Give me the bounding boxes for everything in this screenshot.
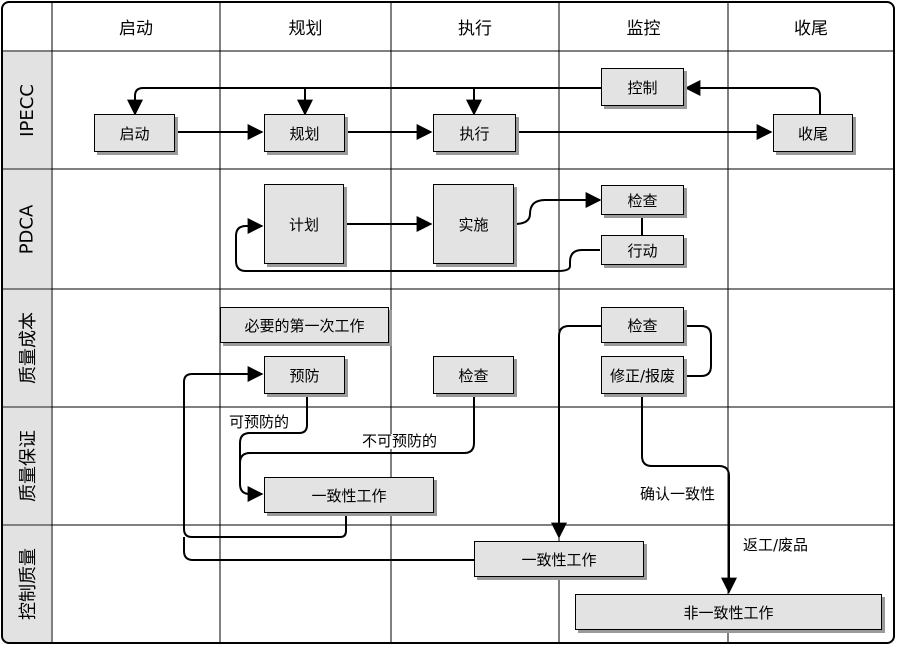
row-label-quality-assurance: 质量保证 — [3, 408, 51, 524]
ipecc-plan-box: 规划 — [264, 114, 345, 152]
column-header-close: 收尾 — [794, 19, 828, 39]
row-label-cost-text: 质量成本 — [18, 312, 39, 384]
inspection-box: 检查 — [433, 356, 514, 394]
arrow-close-to-control — [684, 80, 821, 116]
cost-check-box: 检查 — [601, 307, 684, 343]
column-header-initiate: 启动 — [119, 19, 153, 39]
column-header-monitor: 监控 — [626, 19, 661, 39]
row-label-assurance-text: 质量保证 — [18, 430, 39, 502]
arrow-rework-to-nonconformance — [641, 395, 737, 594]
first-time-work-box: 必要的第一次工作 — [220, 307, 389, 343]
line-check-to-rework — [686, 325, 712, 377]
row-label-pdca: PDCA — [3, 170, 51, 288]
arrow-pdca-do-to-check — [513, 192, 602, 225]
pdca-plan-box: 计划 — [264, 184, 344, 264]
ipecc-close-box: 收尾 — [773, 114, 853, 152]
confirm-conformance-label: 确认一致性 — [640, 485, 716, 503]
ipecc-control-box: 控制 — [601, 68, 684, 106]
pdca-check-box: 检查 — [601, 185, 684, 215]
control-conformance-work-box: 一致性工作 — [474, 541, 644, 577]
rework-scrap-box: 修正/报废 — [601, 356, 684, 394]
row-label-pdca-text: PDCA — [16, 204, 38, 254]
row-label-ipecc-text: IPECC — [16, 83, 38, 137]
arrow-control-to-initiate — [127, 87, 601, 116]
row-label-cost-of-quality: 质量成本 — [3, 290, 51, 406]
ipecc-initiate-box: 启动 — [94, 114, 175, 152]
rework-waste-label: 返工/废品 — [743, 536, 809, 554]
ipecc-execute-box: 执行 — [433, 114, 516, 152]
assurance-conformance-work-box: 一致性工作 — [264, 477, 434, 513]
arrow-inspection-to-conformance — [239, 395, 475, 484]
arrow-check-to-conformance-control — [551, 325, 601, 539]
row-label-ipecc: IPECC — [3, 52, 51, 168]
not-preventable-label: 不可预防的 — [362, 432, 438, 450]
arrow-prevention-to-conformance — [239, 395, 308, 502]
pdca-act-box: 行动 — [601, 235, 684, 265]
nonconformance-work-box: 非一致性工作 — [575, 594, 882, 630]
column-header-plan: 规划 — [288, 19, 323, 39]
preventable-label: 可预防的 — [229, 413, 290, 431]
arrow-pdca-act-to-plan — [235, 218, 600, 272]
column-header-execute: 执行 — [458, 19, 492, 39]
pdca-do-box: 实施 — [433, 184, 514, 264]
row-label-quality-control: 控制质量 — [3, 526, 51, 642]
arrow-conformance-to-prevention — [183, 366, 347, 538]
prevention-box: 预防 — [264, 356, 345, 394]
arrow-control-conformance-to-prevention — [183, 537, 474, 561]
row-label-control-text: 控制质量 — [18, 548, 39, 620]
